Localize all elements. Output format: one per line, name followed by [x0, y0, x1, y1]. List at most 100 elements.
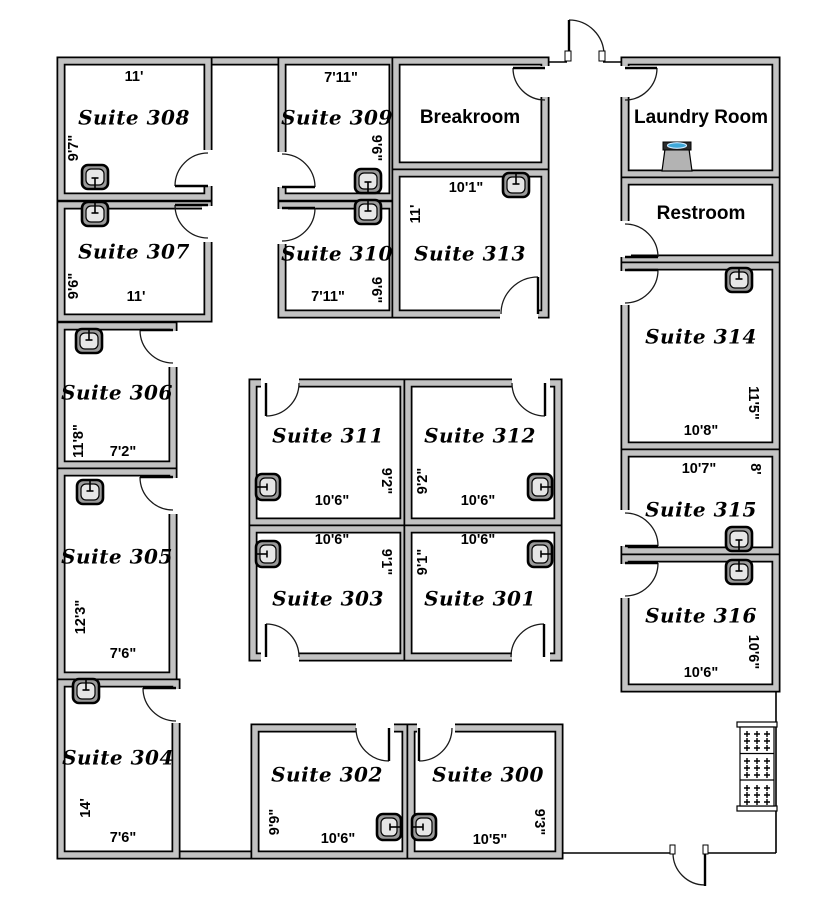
sink-icon	[71, 677, 101, 705]
suite-311-width-dim: 10'6"	[315, 493, 350, 509]
room-suite-308: 11' Suite 308 9'7"	[56, 56, 213, 202]
laundry-room-label: Laundry Room	[634, 107, 768, 128]
door-restroom	[619, 221, 659, 259]
door-suite-305	[139, 475, 179, 514]
suite-303-height-dim: 9'1"	[378, 549, 394, 575]
suite-308-width-dim: 11'	[125, 69, 144, 85]
door-suite-302	[355, 722, 394, 762]
sink-icon	[501, 171, 531, 199]
suite-310-height-dim: 9'6"	[368, 277, 384, 303]
sink-icon	[724, 266, 754, 294]
room-suite-315: 10'7" 8' Suite 315	[620, 448, 781, 556]
breakroom-label: Breakroom	[420, 107, 520, 128]
suite-303-label: Suite 303	[272, 587, 384, 611]
suite-315-height-dim: 8'	[747, 463, 763, 475]
door-suite-309	[276, 152, 316, 189]
sink-icon	[353, 198, 383, 226]
sink-icon	[75, 478, 105, 506]
door-suite-304	[142, 686, 182, 723]
suite-314-label: Suite 314	[645, 325, 757, 349]
door-suite-314	[619, 268, 659, 305]
suite-313-width-dim: 10'1"	[449, 180, 484, 196]
room-suite-314: Suite 314 11'5" 10'8"	[620, 261, 781, 451]
suite-314-height-dim: 11'5"	[745, 386, 761, 420]
suite-315-label: Suite 315	[645, 498, 757, 522]
vent-grille-icon	[736, 721, 778, 812]
washing-machine-icon	[661, 141, 693, 172]
sink-icon	[526, 472, 554, 502]
suite-310-width-dim: 7'11"	[311, 289, 345, 305]
suite-312-height-dim: 9'2"	[415, 468, 431, 494]
exterior-door-bottom	[669, 844, 709, 886]
door-suite-303	[261, 623, 300, 663]
suite-304-label: Suite 304	[62, 746, 174, 770]
sink-icon	[724, 558, 754, 586]
room-suite-309: 7'11" Suite 309 9'6"	[277, 56, 398, 202]
suite-313-height-dim: 11'	[408, 205, 424, 224]
suite-309-height-dim: 9'6"	[368, 135, 384, 161]
suite-300-height-dim: 9'3"	[531, 809, 547, 835]
suite-306-width-dim: 7'2"	[110, 444, 136, 460]
suite-314-width-dim: 10'8"	[684, 423, 719, 439]
door-suite-313	[500, 276, 540, 320]
suite-307-width-dim: 11'	[127, 289, 146, 305]
room-suite-303: 10'6" 9'1" Suite 303	[248, 524, 409, 662]
suite-313-label: Suite 313	[414, 242, 526, 266]
suite-300-label: Suite 300	[432, 763, 544, 787]
sink-icon	[724, 525, 754, 553]
sink-icon	[410, 812, 438, 842]
sink-icon	[526, 539, 554, 569]
room-suite-306: Suite 306 11'8" 7'2"	[56, 321, 178, 470]
suite-302-label: Suite 302	[271, 763, 383, 787]
suite-309-label: Suite 309	[281, 106, 393, 130]
suite-302-height-dim: 9'9"	[267, 809, 283, 835]
sink-icon	[74, 327, 104, 355]
suite-307-height-dim: 9'6"	[66, 273, 82, 299]
room-breakroom: Breakroom	[391, 56, 550, 171]
suite-311-height-dim: 9'2"	[378, 468, 394, 494]
suite-315-width-dim: 10'7"	[682, 461, 717, 477]
door-laundry	[619, 66, 658, 101]
sink-icon	[80, 163, 110, 191]
suite-310-label: Suite 310	[281, 242, 393, 266]
suite-316-width-dim: 10'6"	[684, 665, 719, 681]
suite-312-label: Suite 312	[424, 424, 536, 448]
suite-305-height-dim: 12'3"	[73, 600, 89, 635]
door-suite-311	[261, 377, 300, 417]
suite-306-height-dim: 11'8"	[71, 424, 87, 458]
restroom-label: Restroom	[657, 203, 746, 224]
room-suite-316: Suite 316 10'6" 10'6"	[620, 553, 781, 693]
sink-icon	[353, 167, 383, 195]
suite-301-width-dim: 10'6"	[461, 532, 496, 548]
room-laundry: Laundry Room	[620, 56, 781, 179]
door-breakroom	[512, 66, 551, 101]
door-suite-306	[139, 328, 179, 367]
suite-312-width-dim: 10'6"	[461, 493, 496, 509]
sink-icon	[254, 539, 282, 569]
suite-305-width-dim: 7'6"	[110, 646, 136, 662]
suite-302-width-dim: 10'6"	[321, 831, 356, 847]
room-suite-304: Suite 304 14' 7'6"	[56, 678, 181, 860]
suite-307-label: Suite 307	[78, 240, 190, 264]
suite-301-label: Suite 301	[424, 587, 536, 611]
room-suite-307: Suite 307 9'6" 11'	[56, 200, 213, 323]
suite-306-label: Suite 306	[61, 381, 173, 405]
door-suite-307	[174, 203, 214, 242]
suite-304-width-dim: 7'6"	[110, 830, 136, 846]
suite-300-width-dim: 10'5"	[473, 832, 508, 848]
suite-316-height-dim: 10'6"	[745, 635, 761, 670]
room-suite-311: Suite 311 9'2" 10'6"	[248, 378, 409, 527]
suite-303-width-dim: 10'6"	[315, 532, 350, 548]
sink-icon	[254, 472, 282, 502]
room-restroom: Restroom	[620, 176, 781, 264]
door-suite-312	[511, 377, 550, 417]
sink-icon	[375, 812, 403, 842]
door-suite-310	[276, 206, 316, 244]
suite-316-label: Suite 316	[645, 604, 757, 628]
door-suite-316	[619, 561, 659, 598]
suite-311-label: Suite 311	[272, 424, 384, 448]
suite-305-label: Suite 305	[61, 545, 173, 569]
suite-309-width-dim: 7'11"	[324, 70, 358, 86]
door-suite-300	[417, 722, 455, 762]
